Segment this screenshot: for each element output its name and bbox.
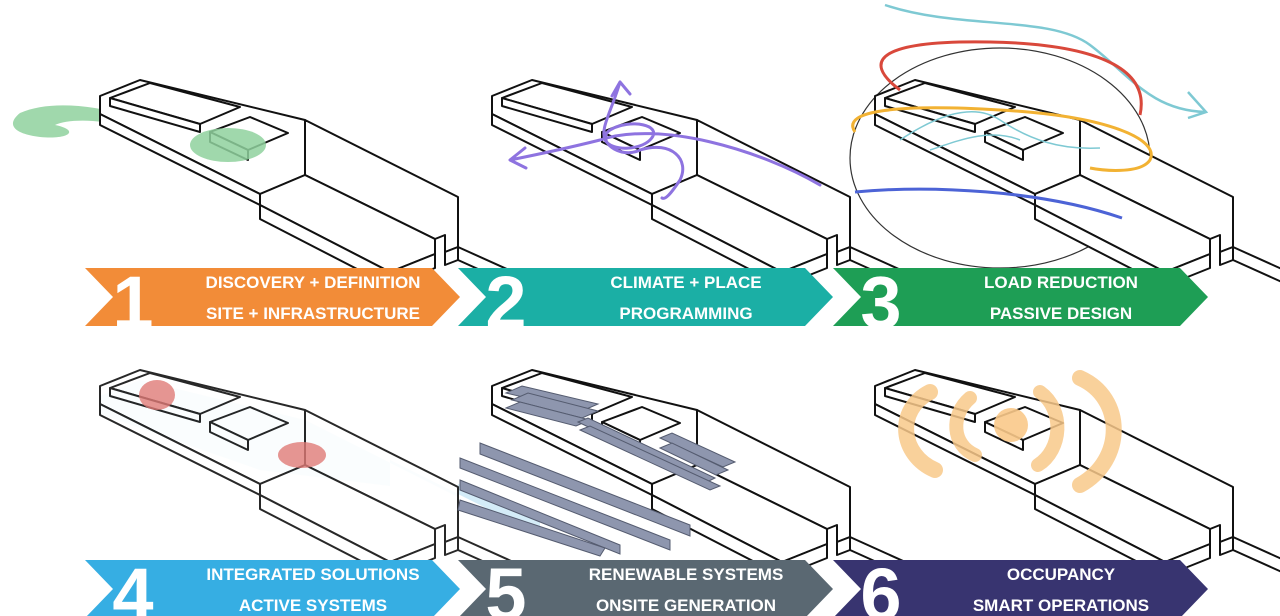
wind-line-inner <box>899 111 1101 151</box>
wind-line <box>884 3 1209 120</box>
signal-source <box>994 408 1028 442</box>
step-banner-4: 4 INTEGRATED SOLUTIONS ACTIVE SYSTEMS <box>85 553 460 616</box>
step-banner-5: 5 RENEWABLE SYSTEMS ONSITE GENERATION <box>458 553 833 616</box>
heat-zone-1 <box>139 380 175 410</box>
step-banner-shape <box>833 268 1208 326</box>
sun-path-mid <box>851 106 1153 172</box>
step-label-line-2: ACTIVE SYSTEMS <box>239 596 387 615</box>
step-number: 2 <box>485 261 526 344</box>
step-number: 3 <box>860 261 901 344</box>
ground-solar-arrays <box>457 442 691 557</box>
step-banner-6: 6 OCCUPANCY SMART OPERATIONS <box>833 553 1208 616</box>
step-number: 4 <box>112 553 153 616</box>
step-banner-shape <box>458 268 833 326</box>
step-label-line-1: INTEGRATED SOLUTIONS <box>206 565 419 584</box>
sun-path-low <box>854 187 1123 220</box>
building-massing <box>99 79 541 298</box>
panel-2-diagram <box>491 79 933 298</box>
step-banner-shape <box>85 268 460 326</box>
panel-3-diagram <box>849 3 1280 298</box>
step-banner-1: 1 DISCOVERY + DEFINITION SITE + INFRASTRUC… <box>85 261 460 344</box>
step-label-line-1: CLIMATE + PLACE <box>610 273 761 292</box>
roof-solar-panels <box>504 385 737 491</box>
step-banner-2: 2 CLIMATE + PLACE PROGRAMMING <box>458 261 833 344</box>
step-banner-shape <box>85 560 460 616</box>
step-label-line-1: DISCOVERY + DEFINITION <box>206 273 421 292</box>
step-label-line-2: PROGRAMMING <box>619 304 752 323</box>
site-flow-shape <box>12 105 397 268</box>
step-label-line-2: SMART OPERATIONS <box>973 596 1149 615</box>
signal-waves <box>898 370 1122 493</box>
step-banner-shape <box>458 560 833 616</box>
step-number: 5 <box>485 553 526 616</box>
step-label-line-2: ONSITE GENERATION <box>596 596 776 615</box>
step-number: 1 <box>112 261 153 344</box>
climate-airflow-lines <box>508 80 822 200</box>
step-banner-shape <box>833 560 1208 616</box>
site-focus-ellipse <box>190 128 266 162</box>
step-label-line-1: RENEWABLE SYSTEMS <box>589 565 784 584</box>
step-label-line-2: PASSIVE DESIGN <box>990 304 1132 323</box>
panel-4-diagram <box>99 369 541 588</box>
step-label-line-2: SITE + INFRASTRUCTURE <box>206 304 420 323</box>
step-label-line-1: OCCUPANCY <box>1007 565 1116 584</box>
step-banner-3: 3 LOAD REDUCTION PASSIVE DESIGN <box>833 261 1208 344</box>
panel-1-diagram <box>12 79 541 298</box>
panel-5-diagram <box>457 369 933 588</box>
panel-6-diagram <box>874 369 1280 588</box>
step-number: 6 <box>860 553 901 616</box>
heat-zone-2 <box>278 442 326 468</box>
sun-path-high <box>879 40 1143 116</box>
step-label-line-1: LOAD REDUCTION <box>984 273 1138 292</box>
